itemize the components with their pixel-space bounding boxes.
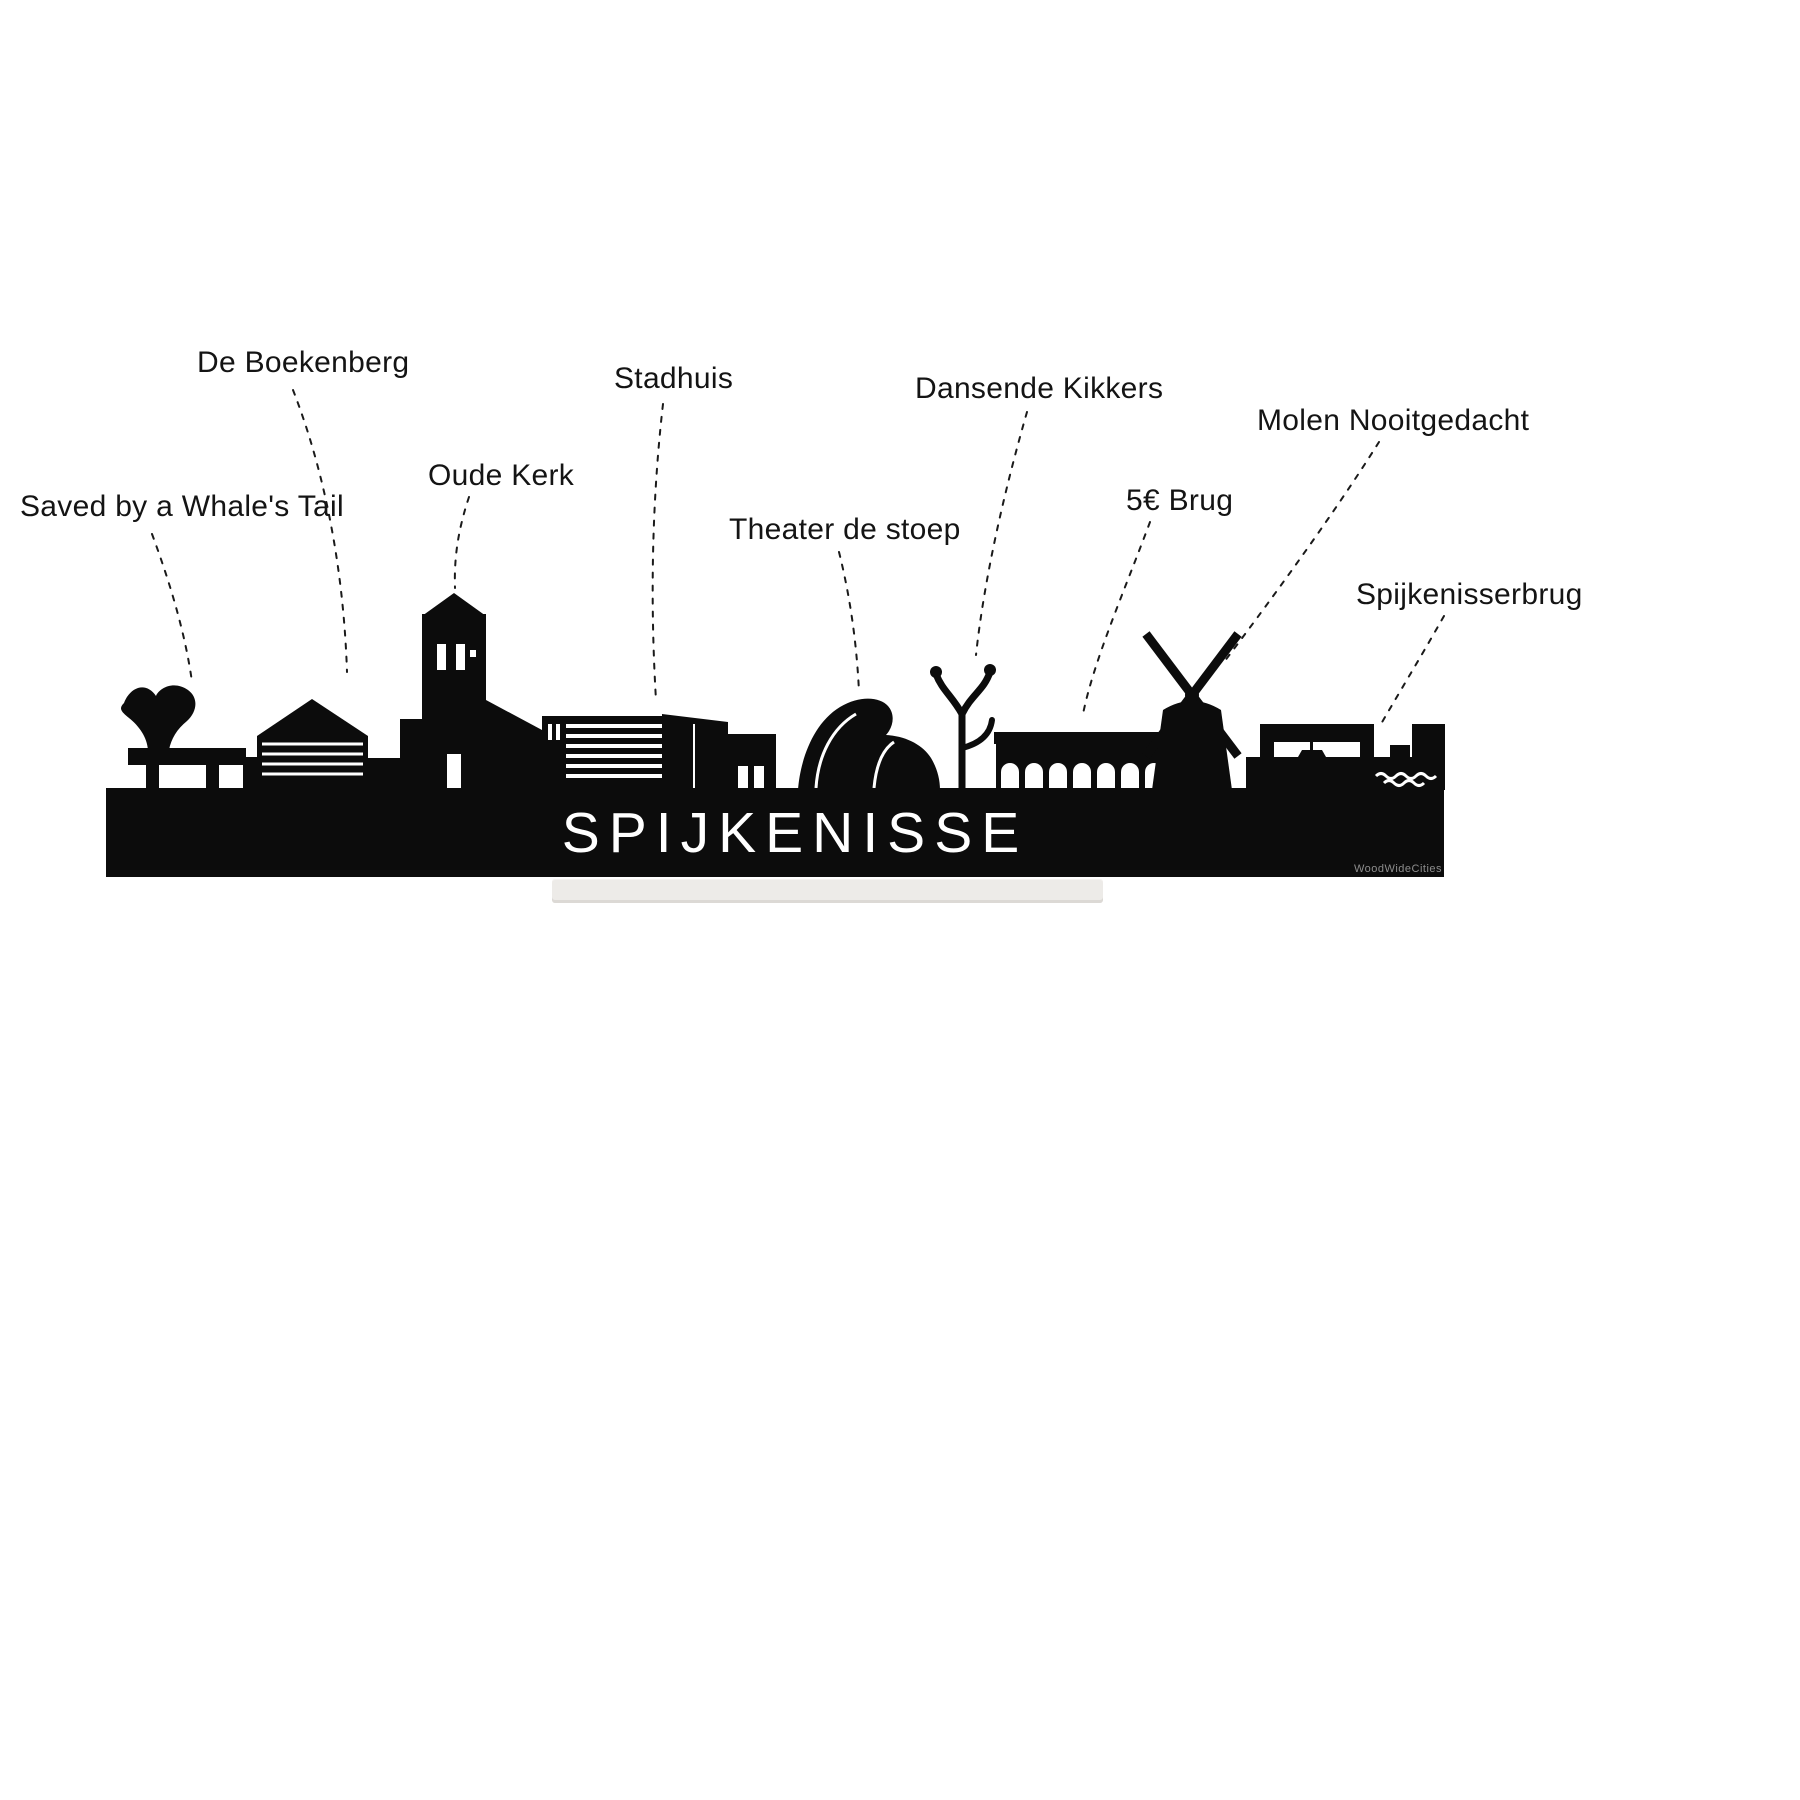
stadhuis-door xyxy=(754,766,764,790)
molen-nooitgedacht-silhouette xyxy=(1142,631,1242,790)
watermark-text: WoodWideCities xyxy=(1354,863,1442,875)
water-wave xyxy=(1382,779,1426,787)
brug-rail xyxy=(994,732,1170,744)
stadhuis-block xyxy=(542,716,566,790)
church-door xyxy=(447,754,461,790)
molen-cap xyxy=(1163,701,1221,710)
whale-tail-flukes xyxy=(121,685,196,750)
skyline-silhouette: SPIJKENISSE WoodWideCities xyxy=(106,593,1445,877)
label-stadhuis: Stadhuis xyxy=(614,362,734,395)
whale-tail-support xyxy=(146,765,159,790)
whale-tail-beam xyxy=(128,748,246,765)
whale-tail-support xyxy=(206,765,219,790)
spijkenisserbrug-silhouette xyxy=(1246,724,1445,790)
dansende-kikkers-silhouette xyxy=(930,664,996,794)
kikkers-arm xyxy=(959,717,995,751)
label-oude-kerk: Oude Kerk xyxy=(428,459,575,492)
boekenberg-shelf-lines xyxy=(262,742,363,776)
leader-line-spijkenisserbrug xyxy=(1380,615,1445,725)
boekenberg-step xyxy=(243,757,257,790)
brug-portal-leg xyxy=(1360,742,1374,758)
brug-portal-leg xyxy=(1260,742,1274,758)
kikkers-frog xyxy=(984,664,996,676)
stadhuis-slit xyxy=(548,724,552,740)
vijf-euro-brug-silhouette xyxy=(994,732,1170,790)
leader-line-5-euro-brug xyxy=(1082,521,1151,715)
kikkers-frog xyxy=(930,666,942,678)
label-dansende-kikkers: Dansende Kikkers xyxy=(915,372,1164,405)
brug-right-building xyxy=(1412,724,1445,757)
boat-mast xyxy=(1310,742,1313,750)
boekenberg-silhouette xyxy=(243,699,402,790)
molen-hub xyxy=(1185,688,1199,702)
boat-hull xyxy=(1298,750,1326,757)
brug-opening xyxy=(1274,742,1360,757)
label-vijf-euro-brug: 5€ Brug xyxy=(1126,484,1234,517)
leader-line-stadhuis xyxy=(651,403,664,701)
stadhuis-slit xyxy=(556,724,560,740)
theater-vein xyxy=(814,712,857,789)
church-nave xyxy=(486,700,542,790)
label-spijkenisserbrug: Spijkenisserbrug xyxy=(1356,578,1583,611)
leader-lines xyxy=(151,389,1445,725)
theater-de-stoep-silhouette xyxy=(798,698,940,790)
church-annex xyxy=(400,719,422,790)
theater-shell xyxy=(798,698,940,790)
brug-arches xyxy=(1001,763,1163,790)
church-window xyxy=(437,644,446,670)
brug-mid-block xyxy=(1390,745,1410,757)
label-molen-nooitgedacht: Molen Nooitgedacht xyxy=(1257,404,1530,437)
leader-line-theater xyxy=(838,551,860,693)
church-window xyxy=(456,644,465,670)
whale-tail-silhouette xyxy=(121,685,246,790)
leader-line-boekenberg xyxy=(292,389,348,673)
stadhuis-door xyxy=(738,766,748,790)
stadhuis-louvre-lines xyxy=(566,724,662,778)
church-gable xyxy=(422,593,486,616)
kikkers-arm xyxy=(932,670,966,718)
brug-portal-beam xyxy=(1260,724,1374,742)
leader-line-kikkers xyxy=(975,411,1028,656)
brug-deck xyxy=(1246,757,1445,790)
label-theater-de-stoep: Theater de stoep xyxy=(729,513,961,546)
label-de-boekenberg: De Boekenberg xyxy=(197,346,410,379)
theater-vein xyxy=(872,740,895,789)
water-wave xyxy=(1374,772,1438,780)
skyline-base xyxy=(106,788,1444,877)
display-stand xyxy=(552,879,1103,903)
oude-kerk-silhouette xyxy=(400,593,542,790)
church-clock xyxy=(470,650,476,657)
molen-body xyxy=(1152,710,1232,790)
leader-line-oude-kerk xyxy=(453,496,470,589)
leader-line-whale-tail xyxy=(151,533,193,683)
stadhuis-silhouette xyxy=(542,714,776,790)
stadhuis-low-block xyxy=(728,734,776,790)
kikkers-arm xyxy=(958,668,994,718)
city-name-cutout: SPIJKENISSE xyxy=(562,801,1028,865)
leader-line-molen xyxy=(1223,441,1380,663)
label-saved-by-a-whales-tail: Saved by a Whale's Tail xyxy=(20,490,344,523)
connector-building xyxy=(368,758,402,790)
